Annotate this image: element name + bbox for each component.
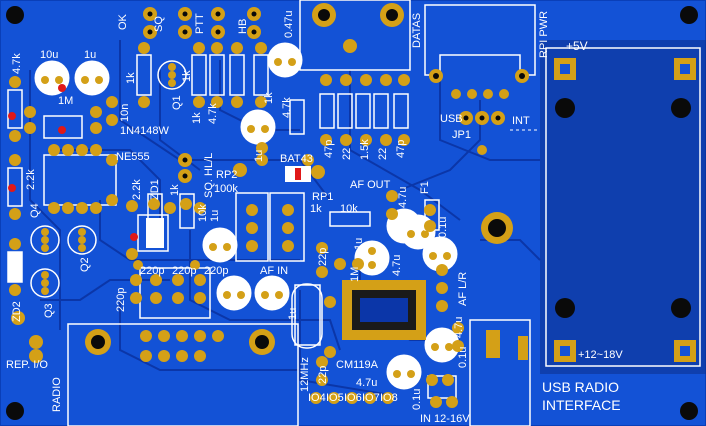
label-1k-e: 1k [169,184,181,196]
label-io6: IO6 [344,392,362,404]
label-1k-b: 1k [181,70,193,82]
label-47p-a: 47p [323,140,335,158]
label-1u-e: 1u [287,308,299,320]
label-1m-b: 1M [349,267,361,282]
label-plus12-18v: +12~18V [578,349,623,361]
label-rp1: RP1 [312,191,333,203]
label-1k-c: 1k [191,112,203,124]
label-1m: 1M [58,95,73,107]
label-10k-a: 10k [197,204,209,222]
label-4p7u-d: 4.7u [356,377,377,389]
label-22p-b: 22p [317,366,329,384]
red-markers [8,84,138,241]
label-io5: IO5 [326,392,344,404]
label-io8: IO8 [380,392,398,404]
board-title-line2: INTERFACE [542,397,621,413]
label-ne555: NE555 [116,151,150,163]
label-47k-a: 4.7k [11,53,23,74]
label-047u: 0.47u [283,10,295,38]
label-zd2: ZD2 [11,301,23,322]
label-01u-a: 0.1u [437,217,449,238]
pad-drills [147,11,525,179]
label-sq: SQ [153,16,165,32]
label-1u-d: 1u [353,238,365,250]
label-47k-b: 4.7k [207,103,219,124]
label-ok: OK [117,13,129,30]
label-01u-b: 0.1u [457,347,469,368]
label-in-12-16v: IN 12-16V [420,413,470,425]
label-1k-a: 1k [125,72,137,84]
label-01u-c: 0.1u [411,389,423,410]
transistor-pads [41,63,176,295]
label-rep-io: REP. I/O [6,359,48,371]
label-af-out: AF OUT [350,179,391,191]
label-1u-b: 1u [253,150,265,162]
label-q1: Q1 [171,95,183,110]
label-22-a: 22 [341,148,353,160]
power-pads [486,58,696,362]
label-12mhz: 12MHz [299,357,311,392]
label-10u: 10u [40,49,58,61]
label-220p-d: 220p [115,288,127,312]
board-title-line1: USB RADIO [542,379,619,395]
label-af-in: AF IN [260,265,288,277]
crystal-12mhz [291,283,323,349]
label-cm119a: CM119A [336,359,379,371]
label-1u-c: 1u [209,210,221,222]
mounting-holes [6,3,698,420]
label-220p-b: 220p [172,265,196,277]
label-rpi-pwr: RPI PWR [538,11,550,58]
label-jp1: JP1 [452,129,471,141]
label-1u-a: 1u [84,49,96,61]
label-io4: IO4 [308,392,326,404]
label-io7: IO7 [362,392,380,404]
dc-jack-outline [469,319,531,426]
diodes [8,166,311,282]
label-q3: Q3 [43,303,55,318]
label-zd1: ZD1 [149,179,161,200]
label-sq-hl: SQ. HL/L [203,153,215,198]
label-220p-a: 220p [140,265,164,277]
cap-pads [41,58,453,378]
label-ptt: PTT [194,13,206,34]
label-4p7u-b: 4.7u [391,255,403,276]
db-connector-outline [67,323,299,426]
label-22p-a: 22p [317,248,329,266]
rpi-power-outline [545,47,701,367]
label-4p7u-a: 4.7u [397,187,409,208]
datas-connector-outline [299,0,411,71]
label-100k: 100k [214,183,238,195]
label-22k-b: 2.2k [131,179,143,200]
label-int: INT [512,115,530,127]
label-datas: DATAS [411,13,423,48]
label-usb: USB [440,113,463,125]
label-220p-c: 220p [204,265,228,277]
label-22k-a: 2.2k [25,169,37,190]
label-1n4148w: 1N4148W [120,125,170,137]
label-15k: 1.5k [359,139,371,160]
label-4p7u-c: 4.7u [453,317,465,338]
label-radio: RADIO [51,377,63,412]
transistors [30,60,187,298]
label-47p-b: 47p [395,140,407,158]
label-47k-c: 4.7k [281,97,293,118]
label-q2: Q2 [79,257,91,272]
label-q4: Q4 [29,203,41,218]
label-f1: F1 [419,181,431,194]
label-22-b: 22 [377,148,389,160]
label-10k-b: 10k [340,203,358,215]
label-af-lr: AF L/R [457,272,469,306]
label-hb: HB [237,19,249,34]
label-rp2: RP2 [216,169,237,181]
label-plus5v: +5V [566,39,588,53]
label-bat43: BAT43 [280,153,313,165]
label-1k-f: 1k [310,203,322,215]
label-1k-d: 1k [263,92,275,104]
cm119a-chip [342,280,426,340]
rpi-power-area [540,40,706,374]
label-10n: 10n [119,104,131,122]
